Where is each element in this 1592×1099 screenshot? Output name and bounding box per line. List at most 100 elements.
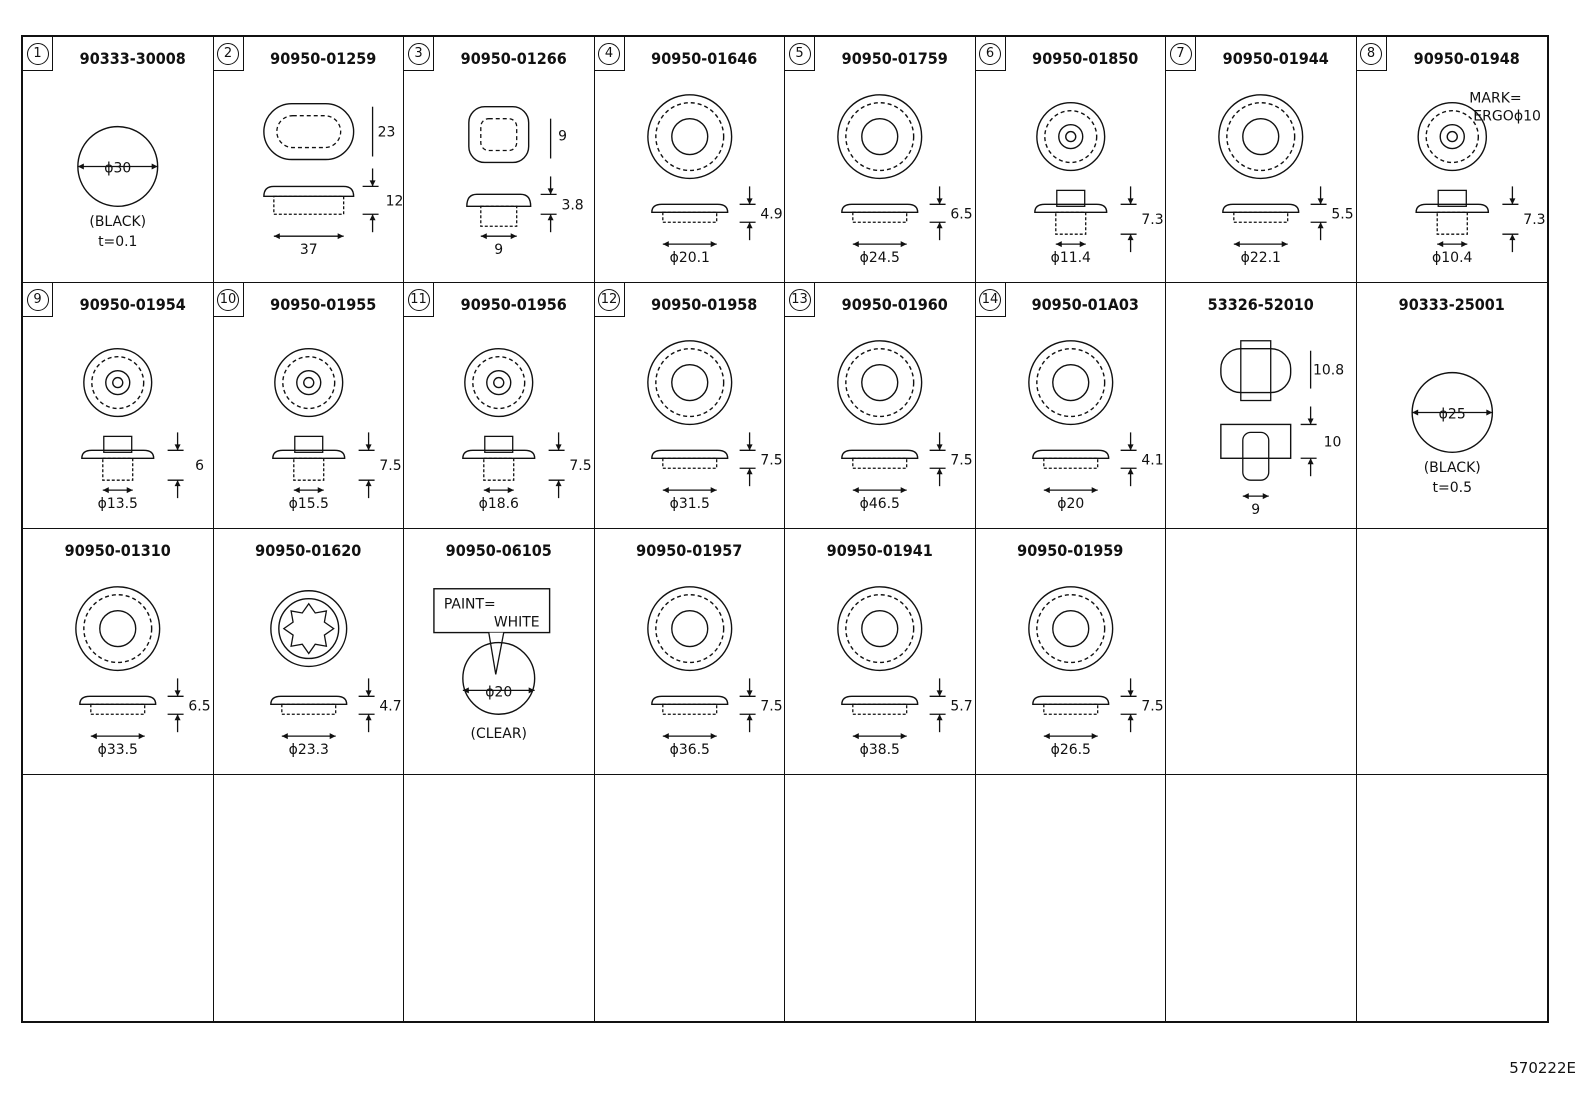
part-drawing: ϕ23.34.7 <box>269 590 401 758</box>
inner-ring <box>281 356 335 410</box>
index-badge: 14 <box>975 283 1006 317</box>
gear-teeth <box>282 602 335 655</box>
flange-outline <box>646 586 732 672</box>
boss-top <box>293 435 323 453</box>
depth-label: 7.5 <box>760 698 782 714</box>
diameter-label: ϕ15.5 <box>288 496 328 512</box>
empty-cell <box>1356 529 1547 775</box>
inner-ring <box>1226 102 1296 172</box>
cap-profile <box>81 449 155 459</box>
index-number: 2 <box>217 42 239 65</box>
body-profile <box>1042 703 1098 715</box>
bore <box>486 369 512 396</box>
index-badge: 1 <box>23 37 53 71</box>
index-badge: 13 <box>785 283 815 317</box>
body-profile <box>102 457 134 481</box>
inner-ring <box>654 348 724 418</box>
diameter-label: ϕ30 <box>104 160 131 176</box>
clip-prong <box>1242 431 1270 481</box>
flange-outline <box>464 348 534 418</box>
body-profile <box>661 211 717 223</box>
index-badge: 11 <box>404 283 434 317</box>
diameter-label: ϕ20 <box>1057 496 1084 512</box>
part-number: 90950-01960 <box>841 295 948 314</box>
center-hole <box>1446 130 1458 143</box>
index-number: 6 <box>979 42 1001 65</box>
cap-profile <box>1222 203 1300 213</box>
index-badge: 8 <box>1356 37 1387 71</box>
depth-label: 7.3 <box>1141 212 1163 228</box>
part-number: 90950-01646 <box>651 49 758 68</box>
depth-label: 6.5 <box>188 698 210 714</box>
part-drawing: ϕ31.57.5 <box>646 340 782 512</box>
cap-profile <box>1033 203 1107 213</box>
cap-profile <box>262 185 354 198</box>
inner-ring <box>1035 348 1105 418</box>
part-number: 90950-01620 <box>255 541 362 560</box>
depth-label: 7.3 <box>1523 212 1545 228</box>
part-drawing: ϕ11.4 7.3 <box>1033 102 1163 266</box>
flange-outline <box>1027 586 1113 672</box>
flange-outline <box>1035 102 1105 172</box>
inner-ring <box>654 594 724 664</box>
diameter-label: ϕ11.4 <box>1050 250 1090 266</box>
depth-label: 7.5 <box>379 458 401 474</box>
clip-side <box>1220 423 1292 459</box>
empty-cell <box>23 775 214 1021</box>
part-drawing: ϕ13.56 <box>81 348 204 512</box>
part-drawing: ϕ33.5 6.5 <box>75 586 211 758</box>
empty-cell <box>1166 775 1357 1021</box>
bore <box>1051 609 1089 648</box>
index-number: 13 <box>788 288 811 311</box>
cap-profile <box>650 695 728 705</box>
depth-label: 6 <box>195 458 204 474</box>
part-number: 90950-01A03 <box>1031 295 1139 314</box>
cap-profile <box>841 695 919 705</box>
diameter-label: ϕ38.5 <box>860 742 900 758</box>
inner-ring <box>277 598 339 660</box>
empty-cell <box>785 775 976 1021</box>
empty-cell <box>214 775 404 1021</box>
bore <box>670 363 708 402</box>
bore <box>861 609 899 648</box>
paint-callout <box>433 588 551 634</box>
square-outline <box>468 106 530 164</box>
material-note: (CLEAR) <box>471 726 527 742</box>
diameter-label: ϕ33.5 <box>98 742 138 758</box>
body-profile <box>1054 211 1086 235</box>
flange-outline <box>1218 94 1304 180</box>
part-number: 90950-01948 <box>1413 49 1520 68</box>
part-number: 90950-01958 <box>651 295 758 314</box>
empty-cell <box>404 775 595 1021</box>
part-number: 90950-01759 <box>841 49 948 68</box>
part-drawing: ϕ24.56.5 <box>837 94 973 266</box>
body-profile <box>1042 457 1098 469</box>
clip-leg <box>1240 340 1272 402</box>
index-badge: 2 <box>213 37 244 71</box>
part-drawing: ϕ15.5 7.5 <box>271 348 401 512</box>
width-label: 9 <box>1251 502 1260 518</box>
inner-ring <box>654 102 724 172</box>
cap-profile <box>841 449 919 459</box>
part-drawing: ϕ36.57.5 <box>646 586 782 758</box>
index-badge: 10 <box>213 283 244 317</box>
inner-ring <box>83 594 153 664</box>
part-number: 90333-25001 <box>1398 295 1505 314</box>
index-badge: 3 <box>404 37 434 71</box>
part-number: 90950-01959 <box>1017 541 1124 560</box>
body-profile <box>280 703 336 715</box>
inner-ring <box>1035 594 1105 664</box>
oval-inner <box>275 115 341 149</box>
